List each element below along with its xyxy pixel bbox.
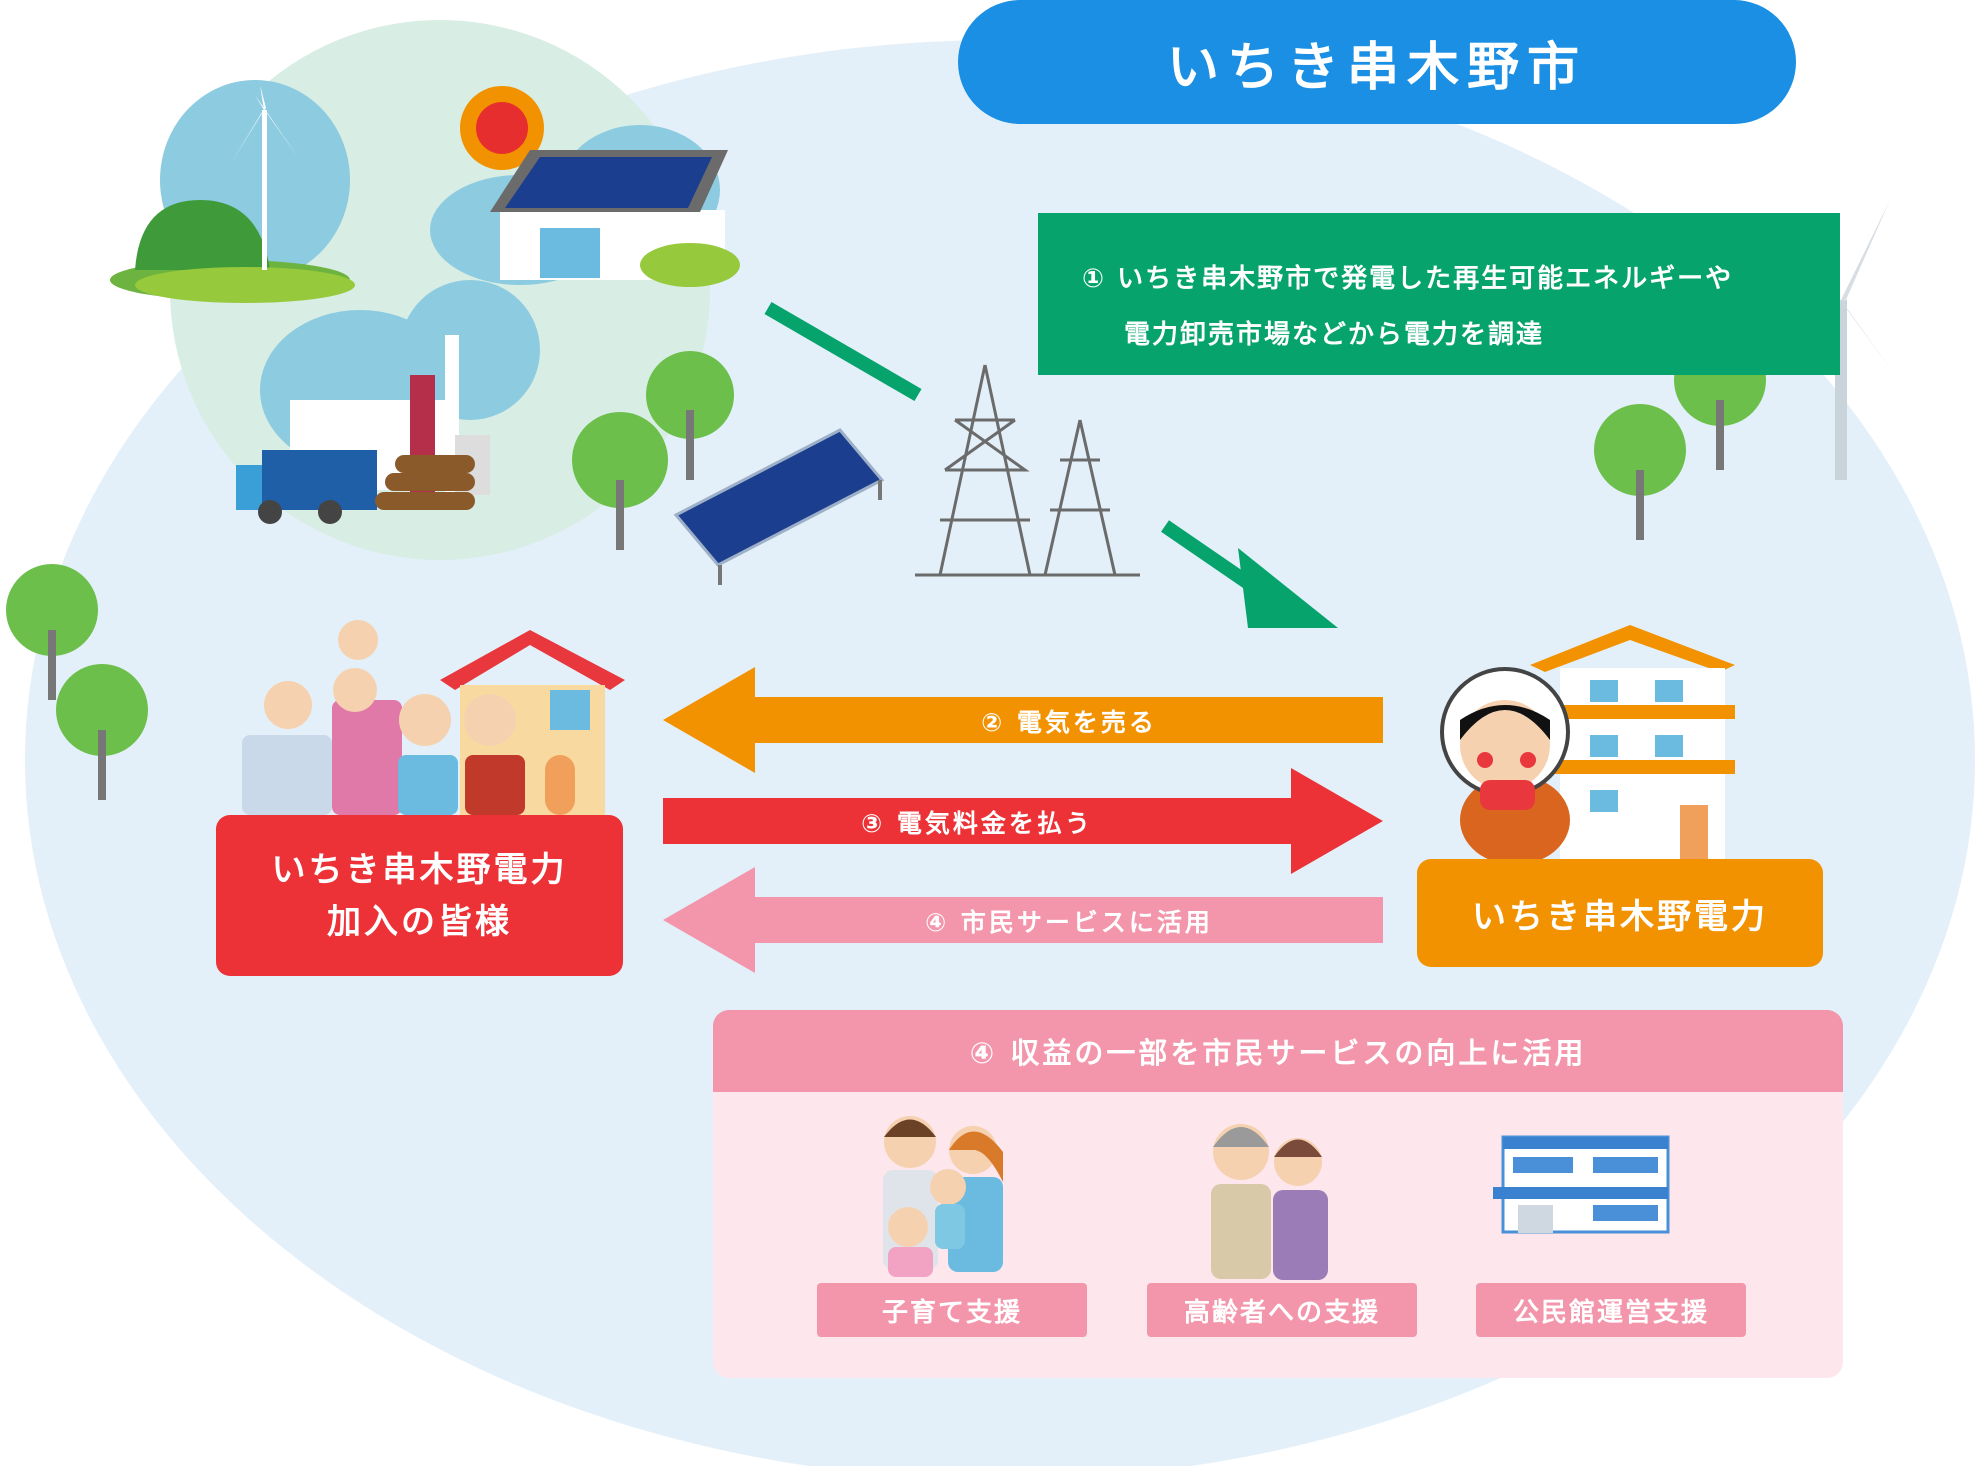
childcare-family-icon xyxy=(883,1116,1003,1277)
mascot-icon xyxy=(1440,667,1570,865)
sun-icon xyxy=(460,86,544,170)
page-title: いちき串木野市 xyxy=(958,0,1796,124)
wind-turbine-hill-icon xyxy=(110,80,355,303)
biomass-plant-icon xyxy=(236,280,540,524)
company-box: いちき串木野電力 xyxy=(1417,859,1823,967)
sell-arrow-icon xyxy=(663,667,1383,773)
pay-arrow-label: ③ 電気料金を払う xyxy=(861,809,1093,838)
procurement-arrow-icon xyxy=(764,301,1338,628)
procurement-line-2: 電力卸売市場などから電力を調達 xyxy=(1124,320,1545,350)
services-panel: ④ 収益の一部を市民サービスの向上に活用 子育て支援 高齢者への支援 公民 xyxy=(713,1010,1843,1378)
subscribers-box: いちき串木野電力 加入の皆様 xyxy=(216,815,623,976)
procurement-line-1: ① いちき串木野市で発電した再生可能エネルギーや xyxy=(1082,264,1734,294)
procurement-box: ① いちき串木野市で発電した再生可能エネルギーや 電力卸売市場などから電力を調達 xyxy=(1038,213,1840,375)
apartment-icon xyxy=(1530,625,1735,863)
power-tower-icon xyxy=(915,364,1140,577)
sell-arrow-label: ② 電気を売る xyxy=(981,708,1157,737)
elderly-couple-icon xyxy=(1211,1124,1328,1280)
service-arrow-label: ④ 市民サービスに活用 xyxy=(925,908,1213,937)
community-hall-icon xyxy=(1493,1135,1670,1234)
family-icon xyxy=(242,620,625,815)
service-community-hall-label: 公民館運営支援 xyxy=(1476,1283,1746,1337)
subscribers-line-1: いちき串木野電力 xyxy=(271,849,568,890)
service-arrow-icon xyxy=(663,867,1383,973)
pay-arrow-icon xyxy=(663,768,1383,874)
subscribers-line-2: 加入の皆様 xyxy=(327,901,512,942)
solar-panel-icon xyxy=(673,428,885,585)
services-panel-heading: ④ 収益の一部を市民サービスの向上に活用 xyxy=(713,1010,1843,1092)
services-illustrations xyxy=(883,1116,1670,1280)
solar-house-icon xyxy=(430,125,740,287)
service-childcare-label: 子育て支援 xyxy=(817,1283,1087,1337)
service-elderly-label: 高齢者への支援 xyxy=(1147,1283,1417,1337)
